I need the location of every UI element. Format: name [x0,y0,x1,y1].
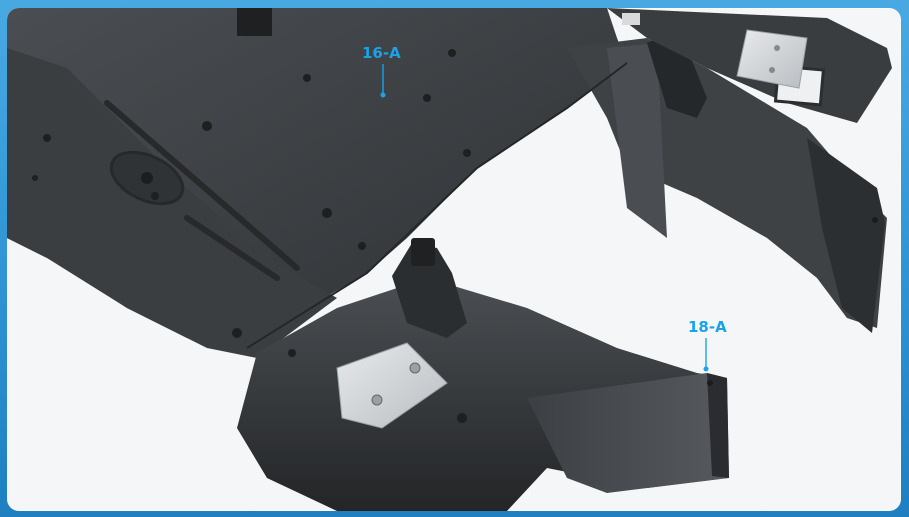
callout-18a-label: 18-A [688,318,727,336]
front-post [392,243,467,338]
rear-arm [807,138,885,333]
rear-plate [736,29,808,89]
rear-post [647,33,707,118]
chassis-photo: 16-A 18-A [7,8,892,511]
front-arm [527,373,729,493]
callout-16a-label: 16-A [362,44,401,62]
callout-18a: 18-A [688,318,727,372]
photo-panel: 16-A 18-A [7,8,901,511]
callout-16a: 16-A [362,44,401,98]
front-plate [336,342,448,429]
